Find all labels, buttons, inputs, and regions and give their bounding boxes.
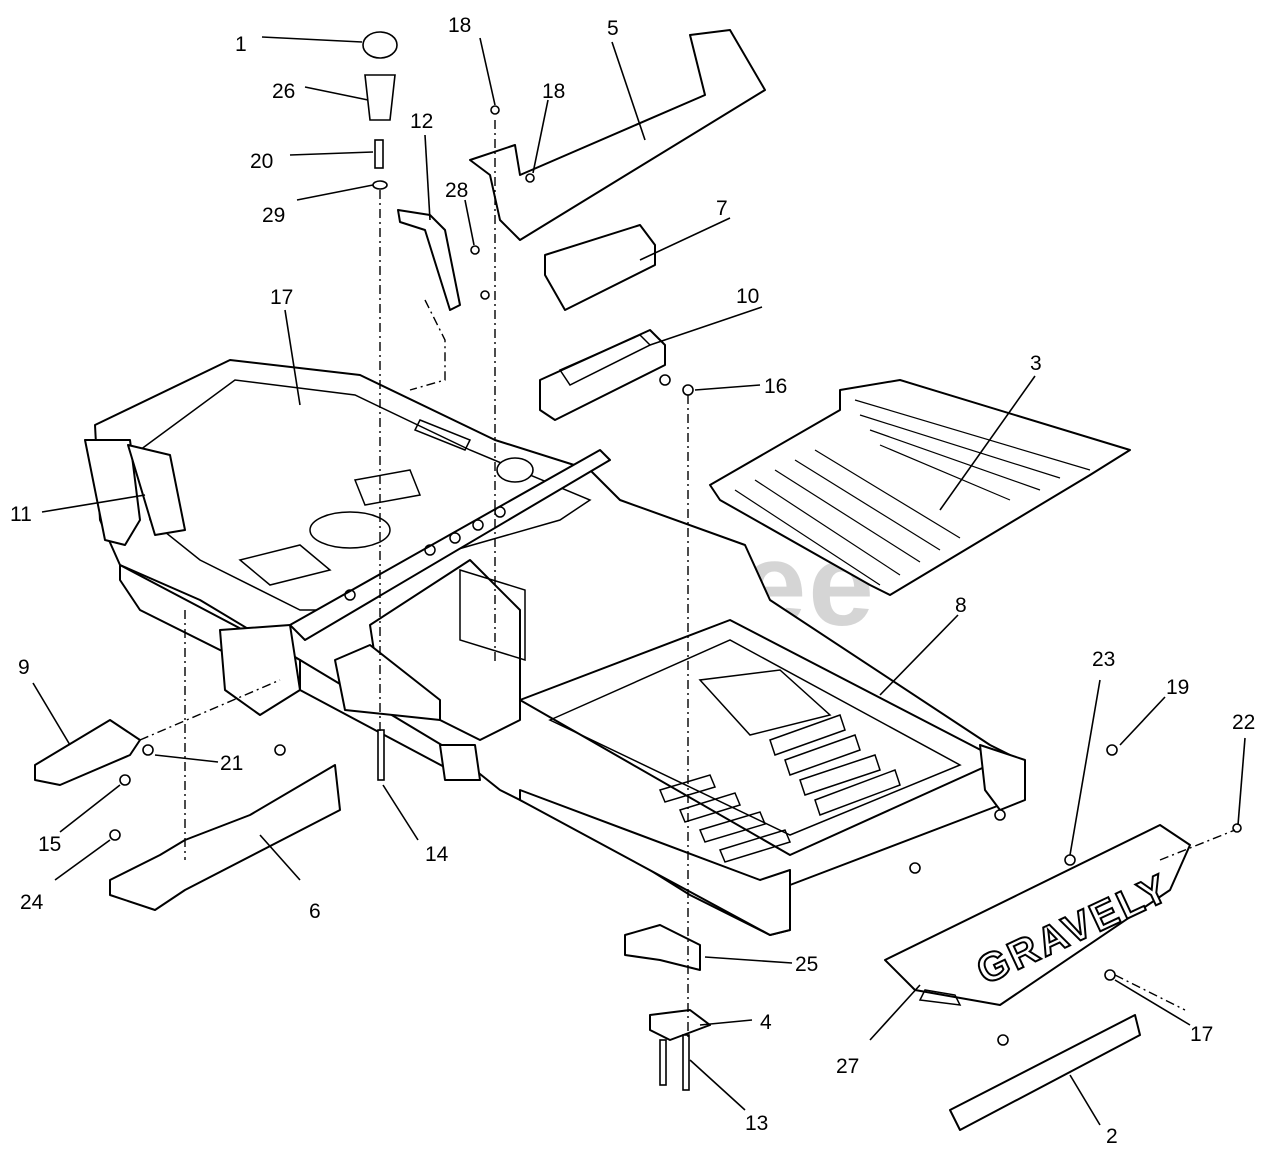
panel-5 bbox=[469, 29, 766, 241]
callout-labels: 1 26 20 29 12 28 18 18 5 7 10 17 16 3 11… bbox=[10, 14, 1255, 1148]
callout-25: 25 bbox=[795, 953, 818, 976]
callout-24: 24 bbox=[20, 891, 44, 914]
bracket-10 bbox=[539, 329, 666, 421]
callout-3: 3 bbox=[1030, 352, 1042, 375]
callout-9: 9 bbox=[18, 656, 30, 679]
callout-26: 26 bbox=[272, 80, 295, 103]
fastener-hardware bbox=[109, 105, 1242, 1091]
callout-8: 8 bbox=[955, 594, 967, 617]
callout-7: 7 bbox=[716, 197, 728, 220]
callout-20: 20 bbox=[250, 150, 273, 173]
bracket-25 bbox=[624, 924, 701, 971]
callout-13: 13 bbox=[745, 1112, 768, 1135]
cover-6 bbox=[109, 764, 341, 911]
bracket-12 bbox=[397, 209, 461, 311]
shroud-27: GRAVELY bbox=[884, 824, 1191, 1006]
callout-17-left: 17 bbox=[270, 286, 293, 309]
callout-22: 22 bbox=[1232, 711, 1255, 734]
callout-15: 15 bbox=[38, 833, 61, 856]
alignment-lines bbox=[139, 120, 1236, 1040]
callout-12: 12 bbox=[410, 110, 433, 133]
callout-19: 19 bbox=[1166, 676, 1189, 699]
callout-4: 4 bbox=[760, 1011, 772, 1034]
callout-1: 1 bbox=[235, 33, 247, 56]
callout-28: 28 bbox=[445, 179, 468, 202]
callout-18: 18 bbox=[542, 80, 565, 103]
knob-assembly bbox=[362, 31, 534, 483]
callout-18-top: 18 bbox=[448, 14, 471, 37]
callout-21: 21 bbox=[220, 752, 243, 775]
bracket-9 bbox=[34, 719, 141, 786]
floor-mat-3 bbox=[709, 379, 1131, 596]
callout-23: 23 bbox=[1092, 648, 1115, 671]
callout-10: 10 bbox=[736, 285, 759, 308]
callout-16: 16 bbox=[764, 375, 787, 398]
callout-6: 6 bbox=[309, 900, 321, 923]
callout-29: 29 bbox=[262, 204, 285, 227]
plate-7 bbox=[544, 224, 656, 311]
strip-2 bbox=[949, 1014, 1141, 1131]
callout-5: 5 bbox=[607, 17, 619, 40]
callout-14: 14 bbox=[425, 843, 449, 866]
plate-4 bbox=[649, 1009, 711, 1041]
callout-11: 11 bbox=[10, 503, 32, 526]
leader-lines bbox=[32, 36, 1246, 1126]
callout-2: 2 bbox=[1106, 1125, 1118, 1148]
callout-17-right: 17 bbox=[1190, 1023, 1213, 1046]
callout-27: 27 bbox=[836, 1055, 859, 1078]
main-frame bbox=[84, 359, 1026, 936]
